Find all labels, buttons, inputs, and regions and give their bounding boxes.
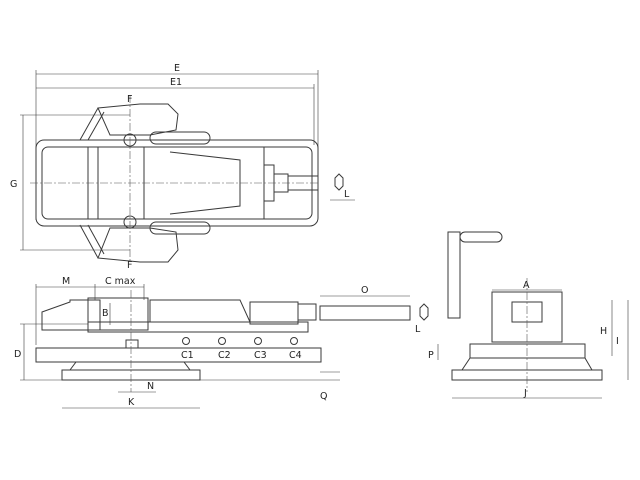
- label-L-handle: L: [415, 324, 421, 335]
- label-F-top: F: [127, 94, 132, 105]
- c-holes: [182, 337, 298, 345]
- dimension-labels: E E1 F F G L M C max B D C1 C2 C3 C4 N K…: [10, 63, 619, 408]
- label-C-max: C max: [105, 276, 136, 287]
- label-I: I: [616, 336, 619, 347]
- label-B: B: [102, 308, 109, 319]
- label-N: N: [147, 381, 154, 392]
- label-H: H: [600, 326, 607, 337]
- label-C4: C4: [289, 350, 302, 361]
- label-M: M: [62, 276, 70, 287]
- front-view: [437, 278, 629, 399]
- label-L-top: L: [344, 189, 350, 200]
- label-Q: Q: [320, 391, 327, 402]
- label-C1: C1: [181, 350, 194, 361]
- label-G: G: [10, 179, 17, 190]
- label-E1: E1: [170, 77, 182, 88]
- label-O: O: [361, 285, 368, 296]
- label-A: A: [523, 280, 530, 291]
- label-F-bottom: F: [127, 260, 132, 271]
- label-P: P: [428, 350, 434, 361]
- top-view: [20, 70, 355, 263]
- side-view: [20, 284, 340, 409]
- label-K: K: [128, 397, 135, 408]
- handle-view: [319, 231, 503, 321]
- label-E: E: [174, 63, 180, 74]
- label-C3: C3: [254, 350, 267, 361]
- label-C2: C2: [218, 350, 231, 361]
- label-J: J: [523, 388, 527, 399]
- label-D: D: [14, 349, 21, 360]
